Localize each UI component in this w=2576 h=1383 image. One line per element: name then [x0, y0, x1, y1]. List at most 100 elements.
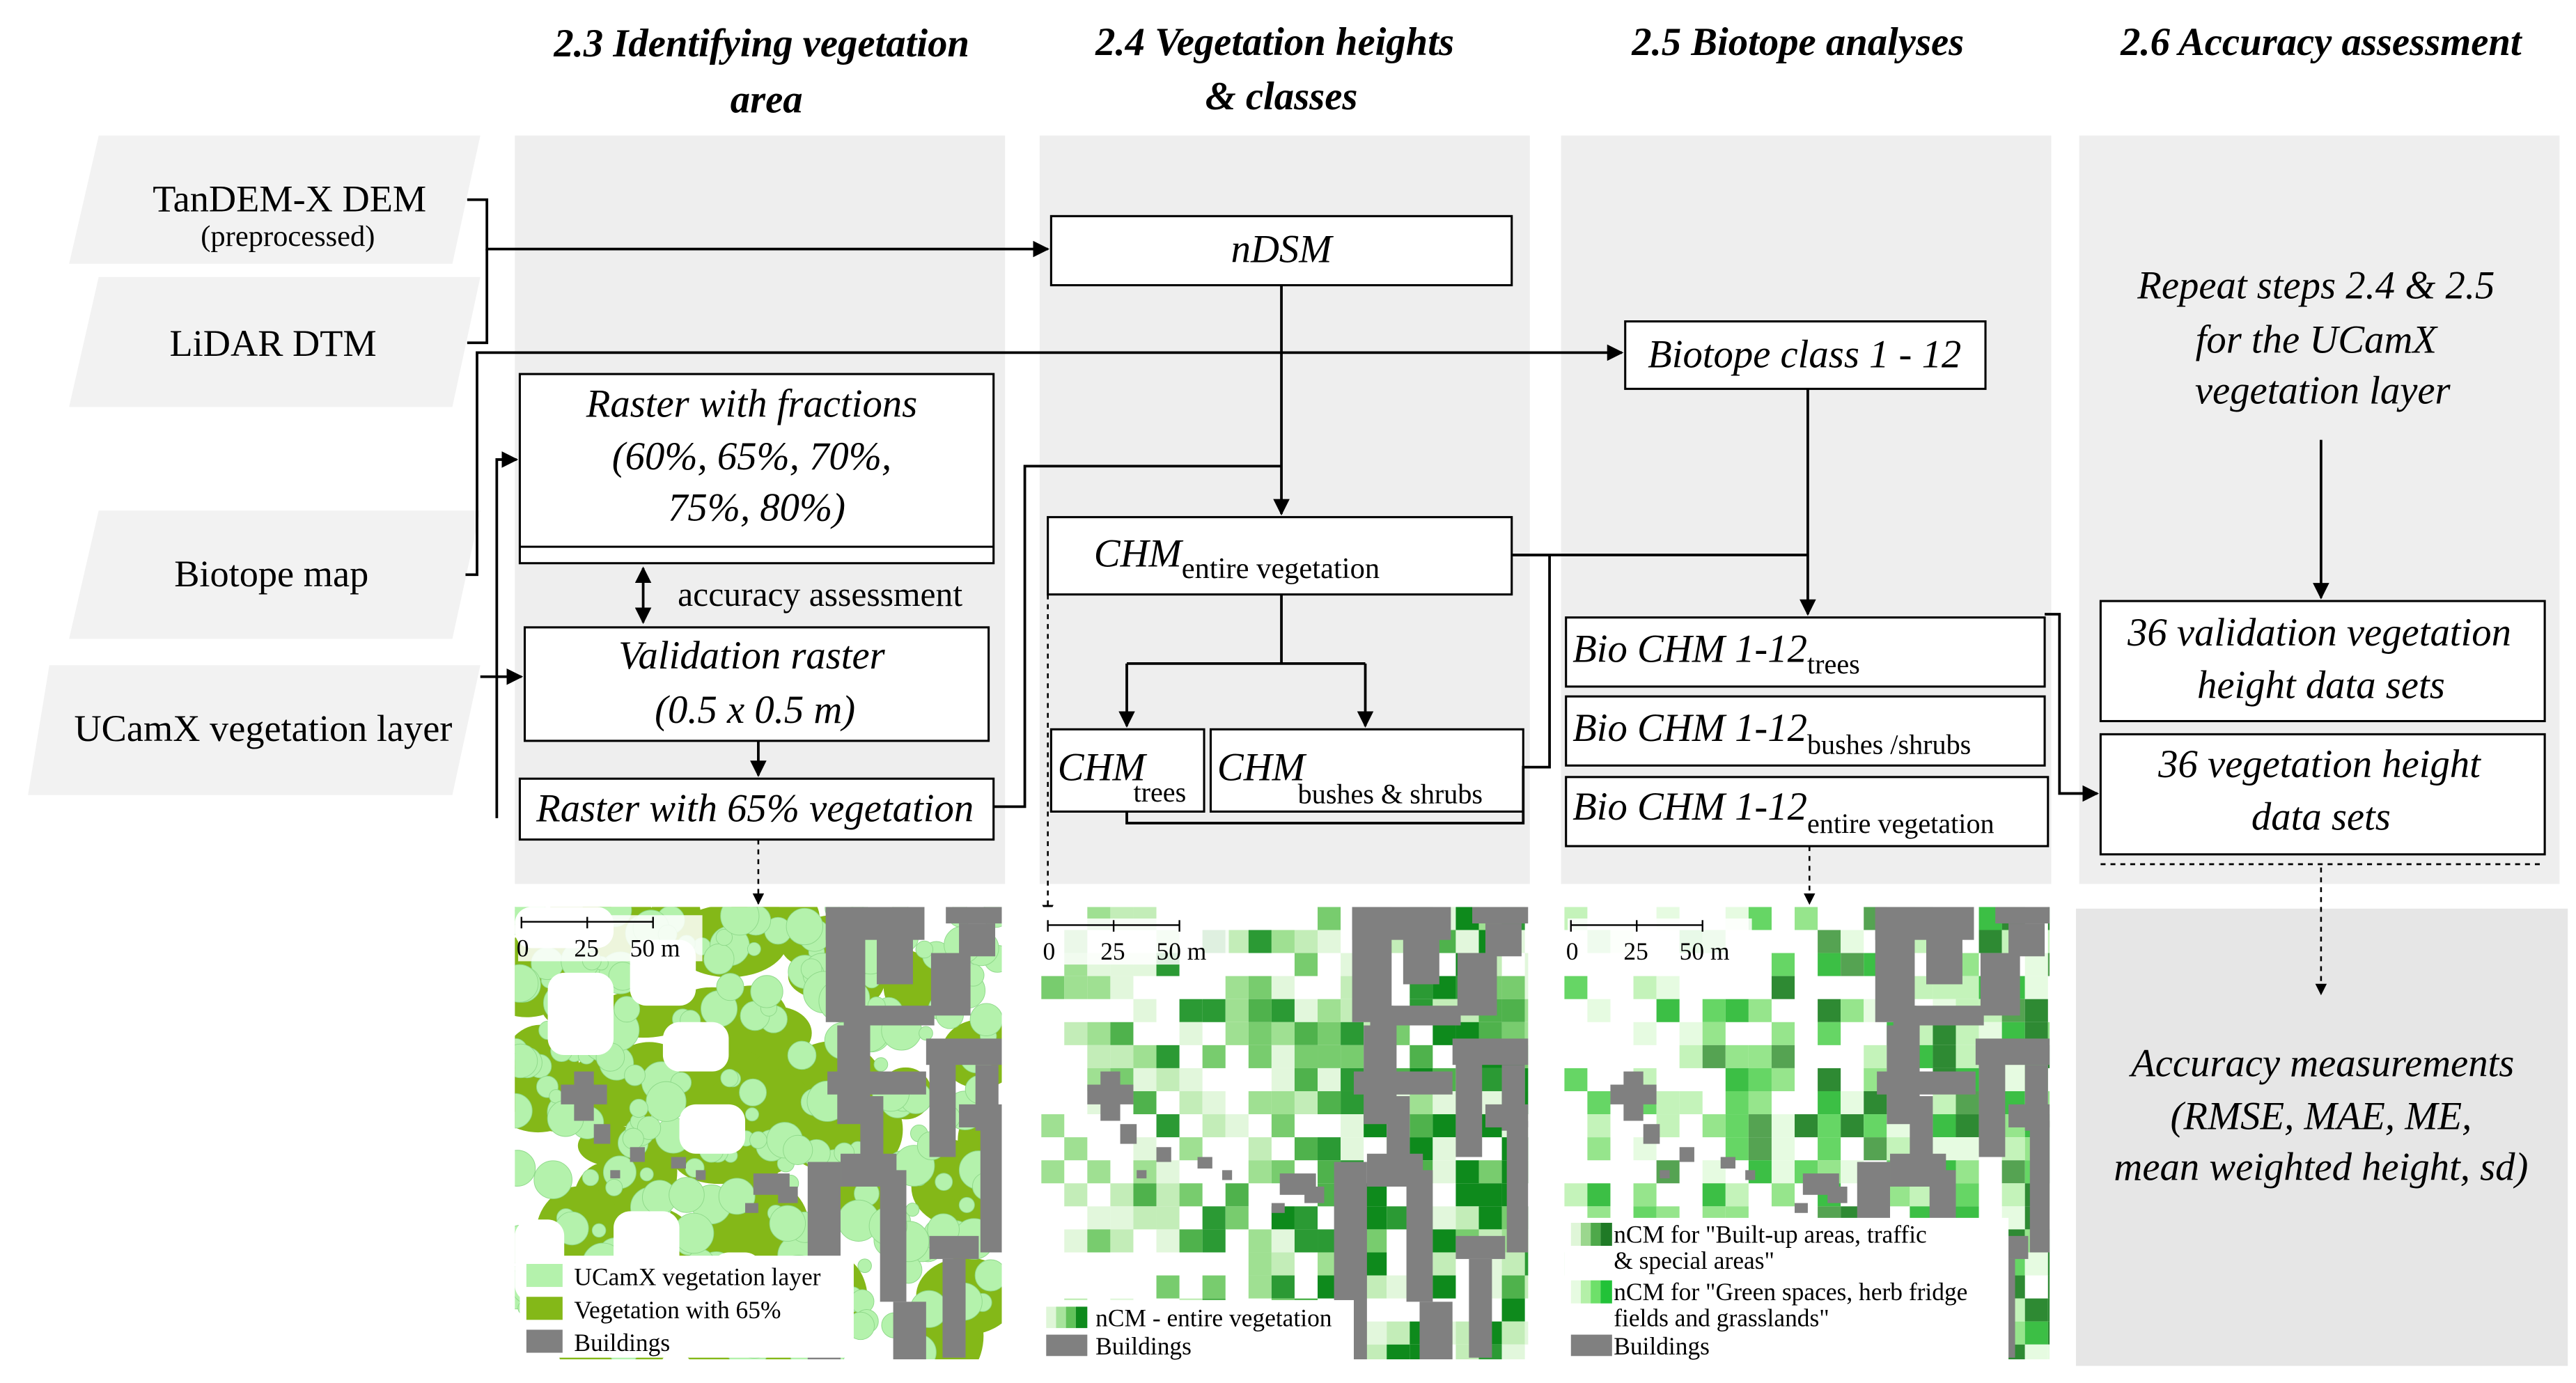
building-15 — [1455, 1058, 1483, 1157]
building-23 — [1623, 1071, 1644, 1121]
bio-entire-sub: entire vegetation — [1807, 808, 1995, 839]
ncm-cell-11-2 — [1087, 1160, 1111, 1184]
dashed-connectors — [752, 594, 2327, 996]
legend3-builtup-line1: nCM for "Built-up areas, traffic — [1614, 1220, 1927, 1248]
building-29 — [745, 1203, 758, 1213]
legend3-bg — [1564, 1217, 2009, 1359]
ncm-cell-14-9 — [1248, 1229, 1272, 1253]
bio-cell-10-11 — [1818, 1137, 1841, 1161]
bio-bushes-sub: bushes /shrubs — [1807, 729, 1971, 760]
ncm-cell-5-6 — [1179, 1022, 1203, 1045]
map2-buildings — [1087, 907, 1529, 1359]
header-2-4-line1: 2.4 Vegetation heights — [1095, 20, 1454, 64]
bio-cell-3-0 — [1564, 976, 1588, 999]
legend-3: nCM for "Built-up areas, traffic & speci… — [1564, 1217, 2009, 1360]
ncm-cell-4-21 — [1524, 999, 1529, 1022]
ncm-cell-8-13 — [1341, 1091, 1364, 1115]
ncm-cell-14-11 — [1294, 1229, 1318, 1253]
bio-cell-18-20 — [2024, 1321, 2048, 1345]
ncm-cell-18-21 — [1524, 1321, 1529, 1345]
scale-label-50-1: 50 m — [630, 934, 680, 962]
bio-cell-8-13 — [1864, 1091, 1887, 1115]
building-2 — [1926, 926, 1962, 985]
bio-cell-4-11 — [1818, 999, 1841, 1022]
building-15 — [1978, 1058, 2006, 1157]
legend2-swatch-buildings — [1046, 1334, 1088, 1357]
bio-cell-9-11 — [1818, 1114, 1841, 1138]
repeat-steps-line3: vegetation layer — [2195, 369, 2451, 413]
bio-cell-4-1 — [1587, 999, 1611, 1022]
section-headers: 2.3 Identifying vegetation area 2.4 Vege… — [553, 20, 2523, 122]
bio-cell-10-19 — [2001, 1137, 2025, 1161]
bio-cell-11-17 — [1956, 1160, 1979, 1184]
ncm-cell-14-5 — [1156, 1229, 1180, 1253]
ncm-cell-14-1 — [1064, 1229, 1088, 1253]
ncm-cell-16-14 — [1364, 1275, 1387, 1299]
building-17 — [1419, 1302, 1453, 1359]
ncm-cell-0-12 — [1318, 907, 1341, 930]
chm-entire-main: CHM — [1094, 531, 1184, 575]
box-bio-entire — [1565, 776, 2050, 847]
ncm-cell-15-14 — [1364, 1252, 1387, 1276]
bio-cell-1-12 — [1841, 930, 1864, 953]
veg36-line1: 36 vegetation height — [2157, 742, 2481, 786]
bio-cell-17-20 — [2024, 1298, 2048, 1322]
legend3-ramp-builtup — [1570, 1222, 1612, 1247]
bio-cell-8-7 — [1725, 1091, 1749, 1115]
ncm-cell-6-12 — [1318, 1045, 1341, 1068]
ncm-cell-9-21 — [1524, 1114, 1529, 1138]
ncm-cell-12-19 — [1478, 1183, 1502, 1207]
ncm-cell-5-17 — [1433, 1022, 1456, 1045]
bio-cell-4-6 — [1702, 999, 1726, 1022]
ncm-cell-10-13 — [1341, 1137, 1364, 1161]
bio-cell-5-11 — [1818, 1022, 1841, 1045]
bio-cell-14-21 — [2047, 1229, 2050, 1253]
ncm-cell-12-1 — [1064, 1183, 1088, 1207]
scale-label-0-3: 0 — [1566, 937, 1579, 965]
bio-cell-17-21 — [2047, 1298, 2050, 1322]
ncm-cell-15-9 — [1248, 1252, 1272, 1276]
ucamx-blob-115 — [639, 1167, 654, 1182]
ncm-cell-10-1 — [1064, 1137, 1088, 1161]
bio-cell-10-8 — [1748, 1137, 1772, 1161]
bio-cell-6-16 — [1933, 1045, 1956, 1068]
box-raster-65 — [518, 777, 995, 841]
arrow-to-raster-fractions — [495, 451, 519, 818]
bio-cell-7-11 — [1818, 1068, 1841, 1091]
building-31 — [696, 1170, 706, 1180]
box-validation-raster — [523, 626, 990, 742]
ucamx-blob-58 — [915, 940, 934, 959]
header-2-4-line2: & classes — [1205, 75, 1358, 118]
bio-cell-1-11 — [1818, 930, 1841, 953]
map-2 — [1041, 907, 1529, 1360]
ncm-cell-18-20 — [1501, 1321, 1525, 1345]
ncm-cell-10-12 — [1318, 1137, 1341, 1161]
accuracy-measurements-line2: (RMSE, MAE, ME, — [2170, 1094, 2472, 1138]
ncm-cell-5-10 — [1271, 1022, 1295, 1045]
bio-cell-12-1 — [1587, 1183, 1611, 1207]
bio-cell-9-1 — [1587, 1114, 1611, 1138]
ncm-cell-4-11 — [1294, 999, 1318, 1022]
bio-cell-18-21 — [2047, 1321, 2050, 1345]
building-26 — [1197, 1157, 1212, 1169]
header-2-3-line1: 2.3 Identifying vegetation — [553, 22, 969, 65]
bio-cell-8-4 — [1656, 1091, 1680, 1115]
bio-cell-9-16 — [1933, 1114, 1956, 1138]
panel-2-5 — [1561, 135, 2052, 884]
ncm-cell-8-10 — [1271, 1091, 1295, 1115]
ucamx-blob-90 — [533, 1160, 572, 1199]
ncm-cell-5-11 — [1294, 1022, 1318, 1045]
map1-open-0 — [547, 972, 614, 1056]
ncm-cell-12-18 — [1455, 1183, 1479, 1207]
box-bio-bushes — [1565, 695, 2046, 767]
building-6 — [1472, 907, 1529, 924]
ncm-cell-12-14 — [1364, 1183, 1387, 1207]
chm-bushes-sub: bushes & shrubs — [1298, 779, 1483, 810]
ncm-cell-8-17 — [1433, 1091, 1456, 1115]
raster-fractions-line2: (60%, 65%, 70%, — [612, 435, 891, 478]
building-17 — [893, 1302, 926, 1359]
legend3-ramp-green — [1570, 1280, 1612, 1304]
